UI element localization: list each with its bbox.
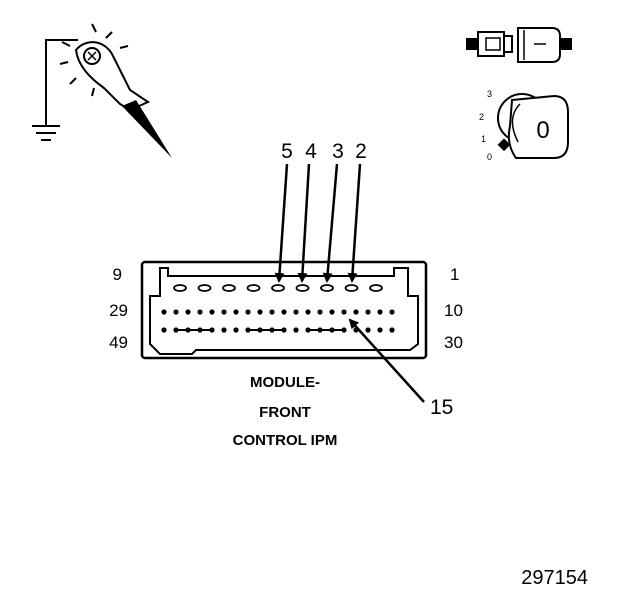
pin-cavity-row2 xyxy=(377,309,383,315)
caption-line-1: MODULE- xyxy=(250,374,320,391)
pin-cavity-row3 xyxy=(281,327,287,333)
pin-cavity-row3 xyxy=(389,327,395,333)
pin-cavity-row3 xyxy=(221,327,227,333)
pin-cavity-row2 xyxy=(353,309,359,315)
pin-cavity-row2 xyxy=(317,309,323,315)
pin-cavity-row2 xyxy=(341,309,347,315)
pin-cavity-row3 xyxy=(365,327,371,333)
pin-cavity-row2 xyxy=(305,309,311,315)
pin-cavity-row2 xyxy=(329,309,335,315)
pin-cavity-row3 xyxy=(197,327,203,333)
probe-arrows xyxy=(274,163,425,403)
pin-cavity-row3 xyxy=(329,327,335,333)
pin-cavity-row3 xyxy=(209,327,215,333)
figure-number: 297154 xyxy=(521,567,588,589)
probe-pin-5-label: 5 xyxy=(281,140,293,163)
ignition-scale-0: 0 xyxy=(487,152,492,162)
row1-end-label: 1 xyxy=(450,265,459,284)
pin-cavity-row2 xyxy=(281,309,287,315)
pin-cavity-row3 xyxy=(377,327,383,333)
pin-cavity-row2 xyxy=(197,309,203,315)
pin-cavity-row2 xyxy=(221,309,227,315)
pin-cavity-row3 xyxy=(173,327,179,333)
ignition-scale-3: 3 xyxy=(487,89,492,99)
probe-arrow-pin-2 xyxy=(347,163,362,283)
pin-cavity-row3 xyxy=(341,327,347,333)
pin-cavity-row2 xyxy=(185,309,191,315)
row1-start-label: 9 xyxy=(113,265,122,284)
pin-cavity-row2 xyxy=(257,309,263,315)
pin-cavity-row1 xyxy=(369,284,383,292)
pin-cavity-row3 xyxy=(185,327,191,333)
caption-line-2: FRONT xyxy=(259,404,311,421)
pin-cavity-row3 xyxy=(293,327,299,333)
pin-cavity-row3 xyxy=(245,327,251,333)
ignition-scale-1: 1 xyxy=(481,134,486,144)
pin-cavity-row3 xyxy=(257,327,263,333)
pin-cavity-row1 xyxy=(344,284,359,292)
callout-arrow-pin-15 xyxy=(348,318,425,403)
pin-cavity-row1 xyxy=(295,284,310,292)
pin-cavity-row2 xyxy=(245,309,251,315)
probe-pin-4-label: 4 xyxy=(305,140,317,163)
row2-start-label: 29 xyxy=(109,301,128,320)
probe-pin-2-label: 2 xyxy=(355,140,367,163)
ignition-key-icon: 0 3 2 1 0 xyxy=(479,89,569,162)
probe-arrow-pin-4 xyxy=(297,163,311,283)
probe-arrow-pin-5 xyxy=(274,163,289,283)
pin-cavity-row2 xyxy=(173,309,179,315)
ipm-connector xyxy=(140,260,428,360)
connector-disconnected-icon xyxy=(466,27,572,63)
callout-pin-15-label: 15 xyxy=(430,396,453,419)
pin-cavity-row1 xyxy=(320,284,334,292)
pin-cavity-row1 xyxy=(222,284,236,292)
pin-cavity-row3 xyxy=(161,327,167,333)
pin-cavity-row2 xyxy=(269,309,275,315)
pin-cavity-row2 xyxy=(389,309,395,315)
row2-end-label: 10 xyxy=(444,301,463,320)
pin-cavity-row3 xyxy=(233,327,239,333)
pin-cavity-row2 xyxy=(293,309,299,315)
pin-cavity-row3 xyxy=(317,327,323,333)
pin-cavity-row2 xyxy=(209,309,215,315)
pin-cavity-row3 xyxy=(269,327,275,333)
connector-pins xyxy=(161,284,395,333)
pin-cavity-row2 xyxy=(233,309,239,315)
row3-start-label: 49 xyxy=(109,333,128,352)
pin-cavity-row2 xyxy=(161,309,167,315)
caption-line-3: CONTROL IPM xyxy=(233,432,338,449)
row3-end-label: 30 xyxy=(444,333,463,352)
pin-cavity-row1 xyxy=(271,284,285,292)
probe-pin-3-label: 3 xyxy=(332,140,344,163)
pin-cavity-row1 xyxy=(246,284,261,292)
probe-arrow-pin-3 xyxy=(322,163,339,283)
pin-cavity-row1 xyxy=(197,284,212,292)
key-position-label: 0 xyxy=(536,117,549,144)
test-light-icon xyxy=(32,23,172,158)
pin-cavity-row2 xyxy=(365,309,371,315)
pin-cavity-row1 xyxy=(173,284,187,292)
pin-cavity-row3 xyxy=(305,327,311,333)
ignition-scale-2: 2 xyxy=(479,112,484,122)
